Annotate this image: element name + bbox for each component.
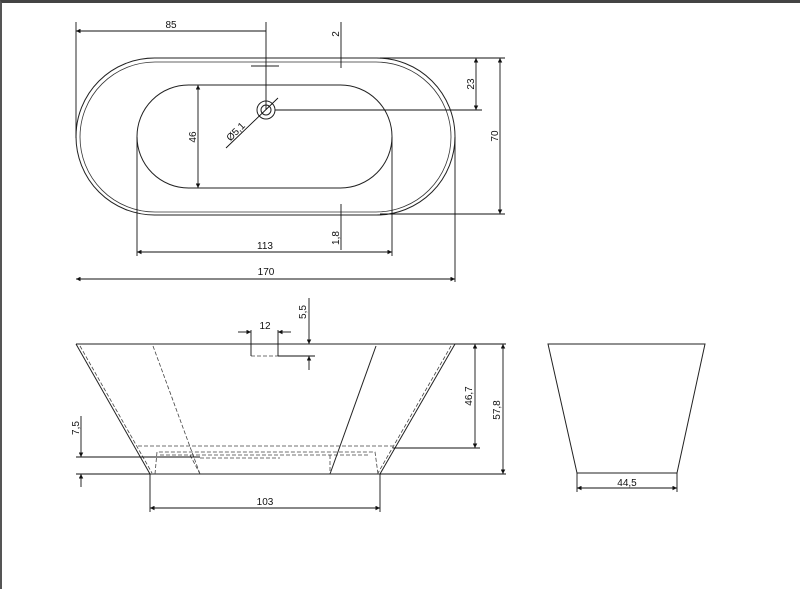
drain-diameter-leader <box>225 97 279 149</box>
inner-rim-outline <box>79 61 452 213</box>
front-view: 12 5,5 46,7 57,8 7,5 103 <box>71 298 506 512</box>
dim-overall-height: 57,8 <box>492 400 503 420</box>
dim-side-base-width: 44,5 <box>617 478 637 489</box>
top-view: 85 2 23 70 46 Ø5,1 1,8 113 170 <box>75 20 505 282</box>
dim-inner-length: 113 <box>257 241 273 252</box>
dim-base-height: 7,5 <box>71 421 82 435</box>
basin-outline <box>136 84 393 189</box>
dim-outlet-from-left: 85 <box>165 20 177 31</box>
dim-overall-length: 170 <box>258 267 275 278</box>
side-view: 44,5 <box>547 343 706 492</box>
front-outline <box>75 343 456 475</box>
dim-base-length: 103 <box>257 497 274 508</box>
dim-drain-diameter: Ø5,1 <box>225 120 248 143</box>
dim-overflow-width: 12 <box>259 321 271 332</box>
outer-rim-outline <box>75 57 456 216</box>
dim-overall-width: 70 <box>490 130 501 142</box>
dim-inner-depth: 46,7 <box>464 386 475 406</box>
dim-overflow-from-top: 5,5 <box>298 305 309 319</box>
dim-rim-bottom: 1,8 <box>331 231 342 245</box>
dim-rim-top: 2 <box>331 31 342 37</box>
side-outline <box>547 343 706 474</box>
dim-outlet-from-top: 23 <box>466 78 477 90</box>
dim-inner-width: 46 <box>188 131 199 143</box>
